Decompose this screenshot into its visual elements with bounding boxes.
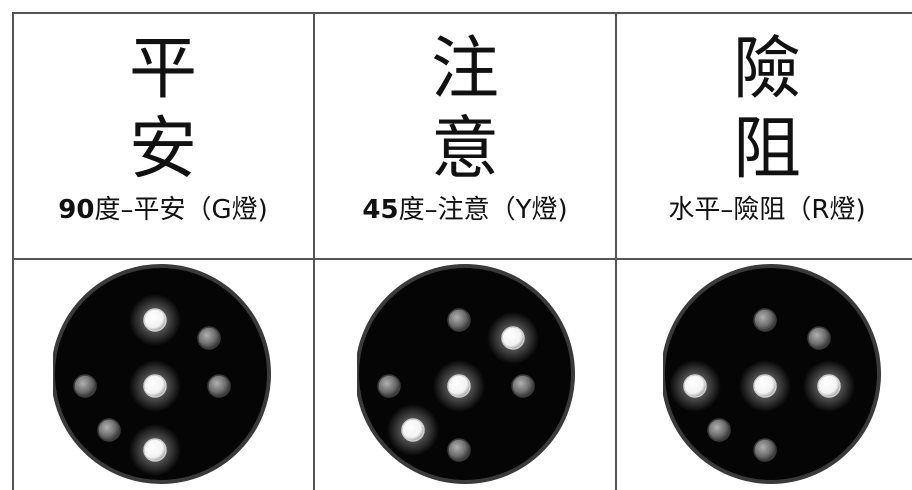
lamp-lower-left-unlit <box>707 418 731 442</box>
signal-aspect-table: 平 安 90度–平安（G燈) 注 意 45度–注意（Y燈) 險 阻 水平–險阻（… <box>12 12 912 490</box>
lamp-left-lit <box>683 374 707 398</box>
aspect-header-clear: 平 安 90度–平安（G燈) <box>12 12 314 258</box>
table-top-border <box>12 12 912 14</box>
lamp-lower-left-lit <box>401 418 425 442</box>
lamp-left-unlit <box>377 374 401 398</box>
lamp-right-unlit <box>511 374 535 398</box>
lamp-upper-right-unlit <box>807 326 831 350</box>
lamp-bottom-unlit <box>447 438 471 462</box>
aspect-header-danger: 險 阻 水平–險阻（R燈) <box>616 12 912 258</box>
aspect-caption: 水平–險阻（R燈) <box>616 192 912 228</box>
lamp-center-lit <box>753 374 777 398</box>
signal-disc-danger <box>663 264 881 484</box>
lamp-right-unlit <box>207 374 231 398</box>
aspect-angle: 45 <box>362 195 399 225</box>
table-left-border <box>12 12 14 490</box>
lamp-top-unlit <box>753 308 777 332</box>
signal-disc-clear <box>53 264 271 484</box>
aspect-caption-text: 水平–險阻（R燈) <box>668 195 866 225</box>
aspect-header-caution: 注 意 45度–注意（Y燈) <box>314 12 616 258</box>
lamp-top-unlit <box>447 308 471 332</box>
lamp-bottom-unlit <box>753 438 777 462</box>
lamp-bottom-lit <box>143 438 167 462</box>
table-column-divider <box>313 12 315 490</box>
table-row-divider <box>12 258 912 260</box>
aspect-char: 安 <box>128 110 197 189</box>
aspect-char: 平 <box>128 30 197 109</box>
lamp-center-lit <box>143 374 167 398</box>
lamp-right-lit <box>817 374 841 398</box>
lamp-center-lit <box>447 374 471 398</box>
lamp-top-lit <box>143 308 167 332</box>
aspect-caption-text: 度–注意（Y燈) <box>398 195 568 225</box>
lamp-upper-right-lit <box>501 326 525 350</box>
aspect-caption-text: 度–平安（G燈) <box>94 195 268 225</box>
aspect-angle: 90 <box>58 195 95 225</box>
table-column-divider <box>615 12 617 490</box>
lamp-lower-left-unlit <box>97 418 121 442</box>
signal-disc-caution <box>357 264 575 484</box>
lamp-left-unlit <box>73 374 97 398</box>
aspect-char: 意 <box>430 110 499 189</box>
aspect-char: 險 <box>732 30 801 109</box>
lamp-upper-right-unlit <box>197 326 221 350</box>
aspect-char: 注 <box>430 30 499 109</box>
aspect-caption: 45度–注意（Y燈) <box>314 192 616 228</box>
aspect-char: 阻 <box>732 110 801 189</box>
aspect-caption: 90度–平安（G燈) <box>12 192 314 228</box>
